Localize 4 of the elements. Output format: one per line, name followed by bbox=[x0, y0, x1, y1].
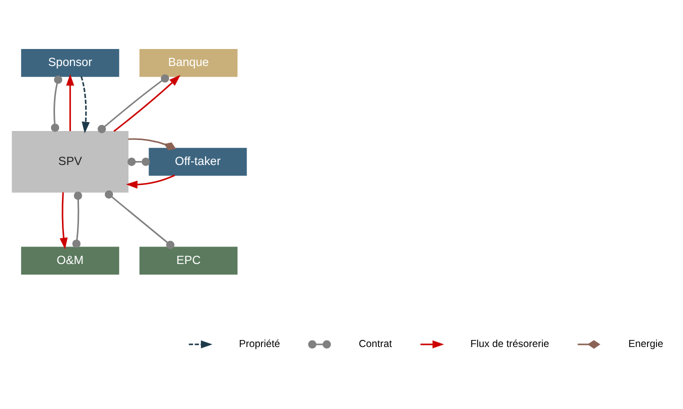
legend-label: Contrat bbox=[358, 339, 392, 350]
legend-label: Energie bbox=[628, 339, 664, 350]
legend-label: Flux de trésorerie bbox=[470, 339, 550, 350]
legend-label: Propriété bbox=[238, 339, 280, 350]
